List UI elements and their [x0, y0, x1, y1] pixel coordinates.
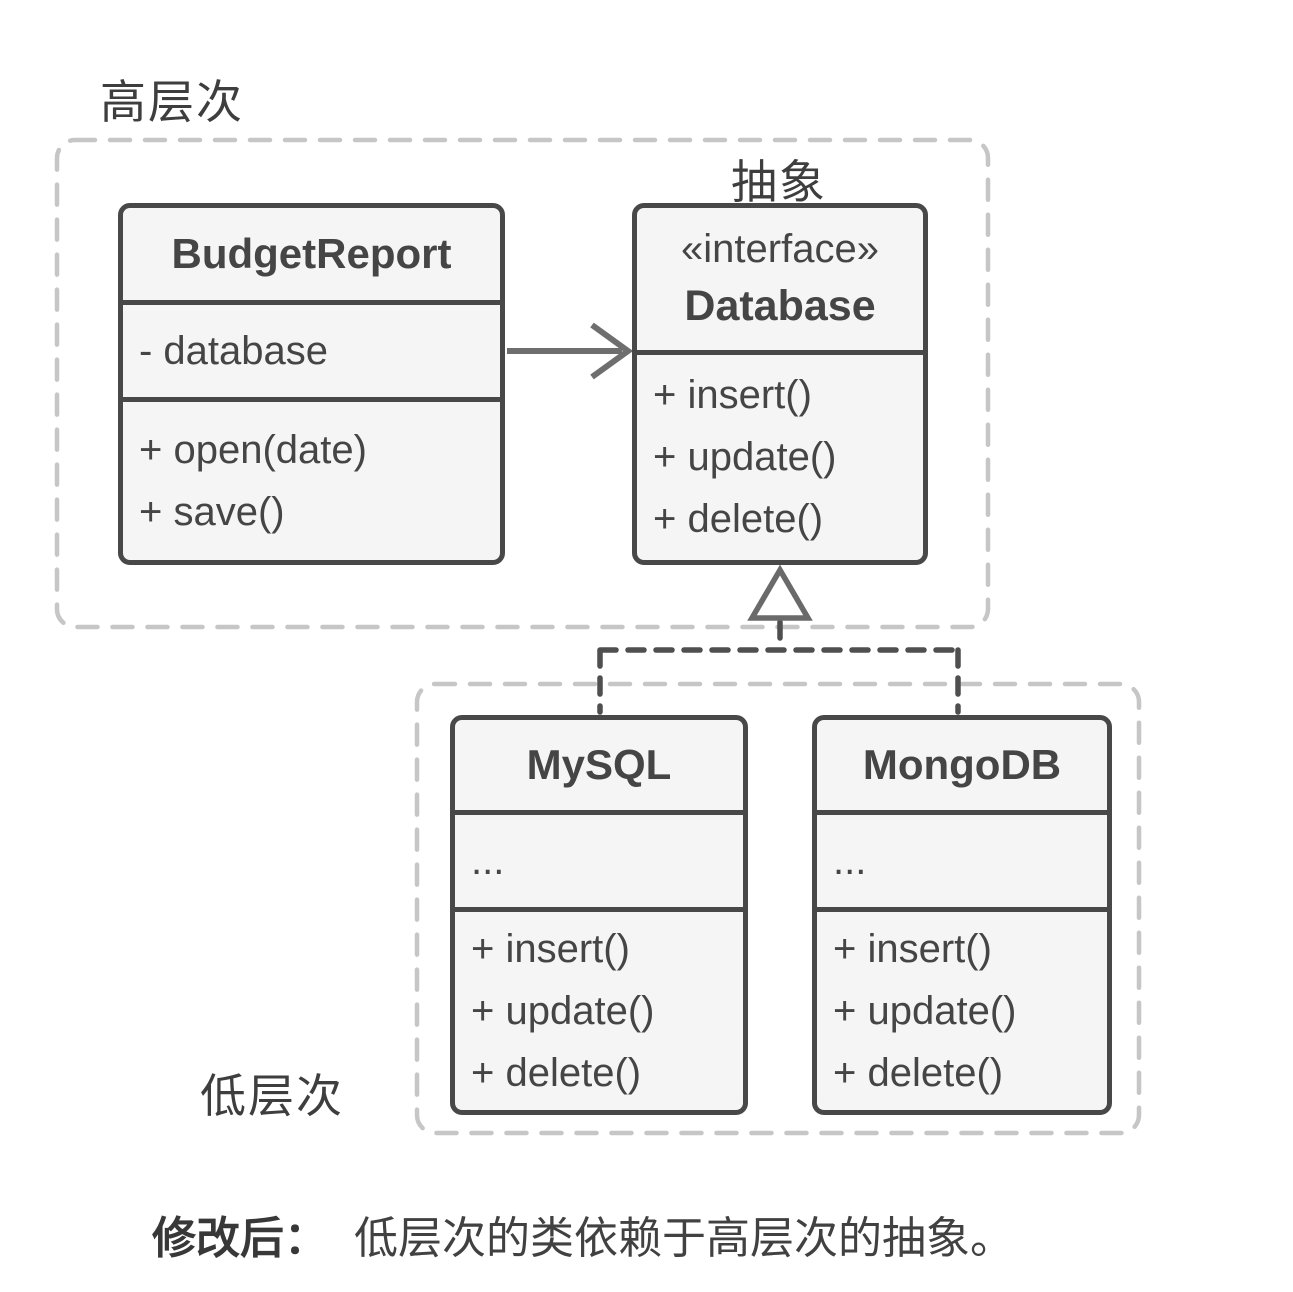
method: + insert() — [471, 926, 630, 971]
attribute: ... — [833, 838, 867, 883]
class-methods-mongodb: + insert() + update() + delete() — [817, 912, 1107, 1110]
low-level-container-border — [414, 681, 1142, 1136]
association-arrow — [507, 322, 634, 380]
method: + insert() — [653, 373, 812, 417]
class-header-database: «interface» Database — [637, 208, 923, 355]
class-name-mongodb: MongoDB — [817, 720, 1107, 815]
class-name-database: Database — [684, 282, 876, 330]
realization-dashed-lines — [597, 619, 961, 715]
high-level-label: 高层次 — [100, 76, 244, 128]
method: + open(date) — [139, 427, 367, 472]
caption-prefix: 修改后： — [152, 1214, 328, 1263]
method: + update() — [653, 435, 837, 479]
abstraction-label: 抽象 — [731, 156, 827, 208]
class-box-mongodb: MongoDB ... + insert() + update() + dele… — [812, 715, 1112, 1115]
class-box-budgetreport: BudgetReport - database + open(date) + s… — [118, 203, 505, 565]
low-level-label: 低层次 — [200, 1070, 344, 1122]
class-methods-budgetreport: + open(date) + save() — [123, 402, 500, 560]
method: + save() — [139, 489, 285, 534]
class-name-mysql: MySQL — [455, 720, 743, 815]
class-attributes-budgetreport: - database — [123, 305, 500, 402]
class-name-budgetreport: BudgetReport — [123, 208, 500, 305]
attribute: ... — [471, 838, 505, 883]
class-methods-database: + insert() + update() + delete() — [637, 355, 923, 560]
method: + delete() — [653, 497, 824, 541]
caption: 修改后： 低层次的类依赖于高层次的抽象。 — [152, 1202, 1014, 1266]
method: + insert() — [833, 926, 992, 971]
method: + delete() — [833, 1050, 1004, 1095]
class-attributes-mysql: ... — [455, 815, 743, 912]
realization-triangle-icon — [747, 564, 813, 621]
method: + update() — [833, 988, 1017, 1033]
class-methods-mysql: + insert() + update() + delete() — [455, 912, 743, 1110]
caption-text: 低层次的类依赖于高层次的抽象。 — [354, 1214, 1014, 1263]
attribute: - database — [139, 328, 329, 373]
interface-stereotype: «interface» — [681, 227, 879, 271]
class-attributes-mongodb: ... — [817, 815, 1107, 912]
method: + delete() — [471, 1050, 642, 1095]
class-box-database: «interface» Database + insert() + update… — [632, 203, 928, 565]
class-box-mysql: MySQL ... + insert() + update() + delete… — [450, 715, 748, 1115]
method: + update() — [471, 988, 655, 1033]
